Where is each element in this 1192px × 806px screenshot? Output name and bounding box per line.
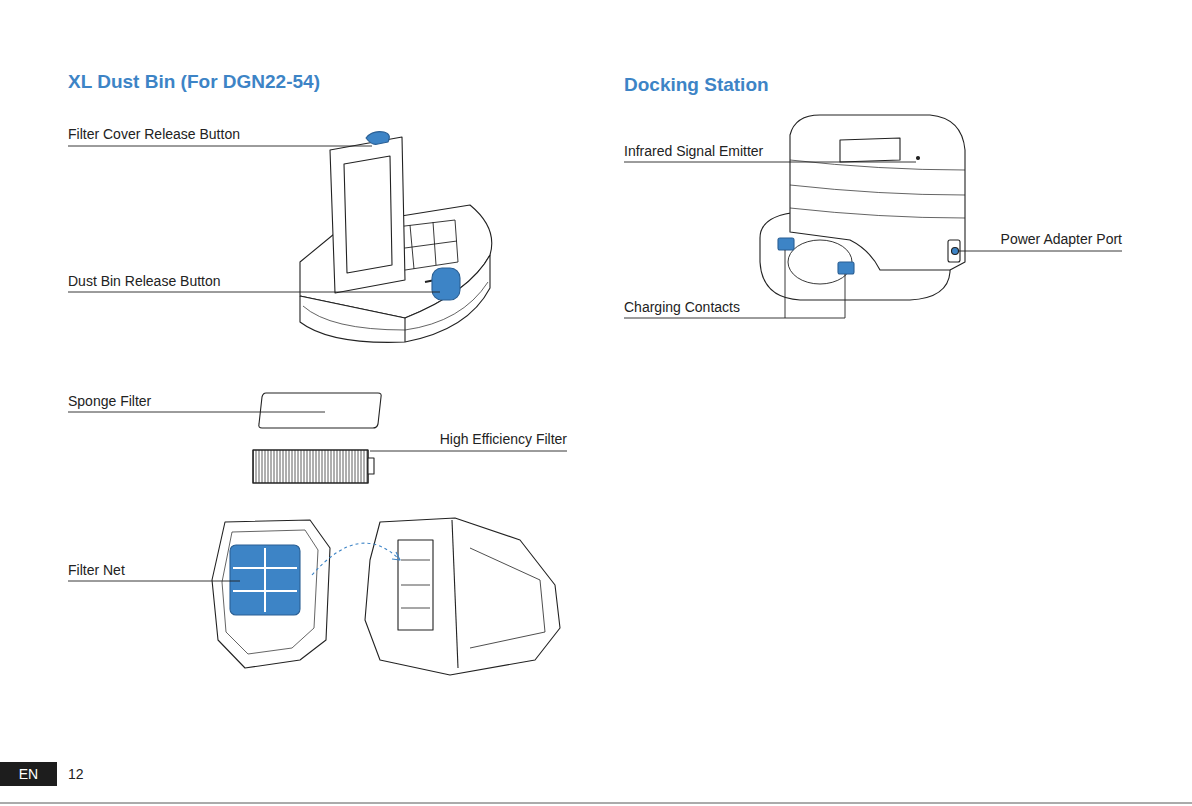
tab-text: EN xyxy=(19,766,38,782)
part-label: Power Adapter Port xyxy=(1001,231,1122,247)
section-heading: Docking Station xyxy=(624,74,769,96)
charging-contact xyxy=(838,262,854,274)
hef-tab xyxy=(368,458,374,474)
part-label: Infrared Signal Emitter xyxy=(624,143,763,159)
hef-frame xyxy=(253,450,368,483)
dust-bin-release-button xyxy=(432,268,460,300)
part-label: Filter Cover Release Button xyxy=(68,126,240,142)
cover-window xyxy=(344,156,392,273)
part-label: High Efficiency Filter xyxy=(440,431,567,447)
part-label: Filter Net xyxy=(68,562,125,578)
charging-contact xyxy=(778,238,794,250)
part-label: Dust Bin Release Button xyxy=(68,273,221,289)
bin-half-left-rim xyxy=(222,530,318,654)
hinge-line xyxy=(452,520,458,668)
bin-inner xyxy=(470,548,545,648)
filter-cover xyxy=(330,137,405,293)
part-label: 12 xyxy=(68,766,84,782)
filter-cover-release-button xyxy=(366,132,389,145)
move-arrow xyxy=(312,543,400,575)
part-label: Sponge Filter xyxy=(68,393,151,409)
move-arrowhead xyxy=(392,552,400,560)
filter-net-grid xyxy=(233,548,297,612)
sponge-filter xyxy=(259,393,381,428)
bin-half-left xyxy=(212,520,330,668)
bin-half-right xyxy=(365,518,560,675)
section-heading: XL Dust Bin (For DGN22-54) xyxy=(68,71,320,93)
high-efficiency-filter xyxy=(253,450,368,483)
leader-lines xyxy=(0,146,1192,803)
infrared-window xyxy=(840,138,900,162)
filter-net xyxy=(230,545,300,615)
language-tab: EN xyxy=(0,762,57,786)
filter-slot xyxy=(398,540,433,630)
part-label: Charging Contacts xyxy=(624,299,740,315)
power-adapter-port xyxy=(952,248,959,255)
